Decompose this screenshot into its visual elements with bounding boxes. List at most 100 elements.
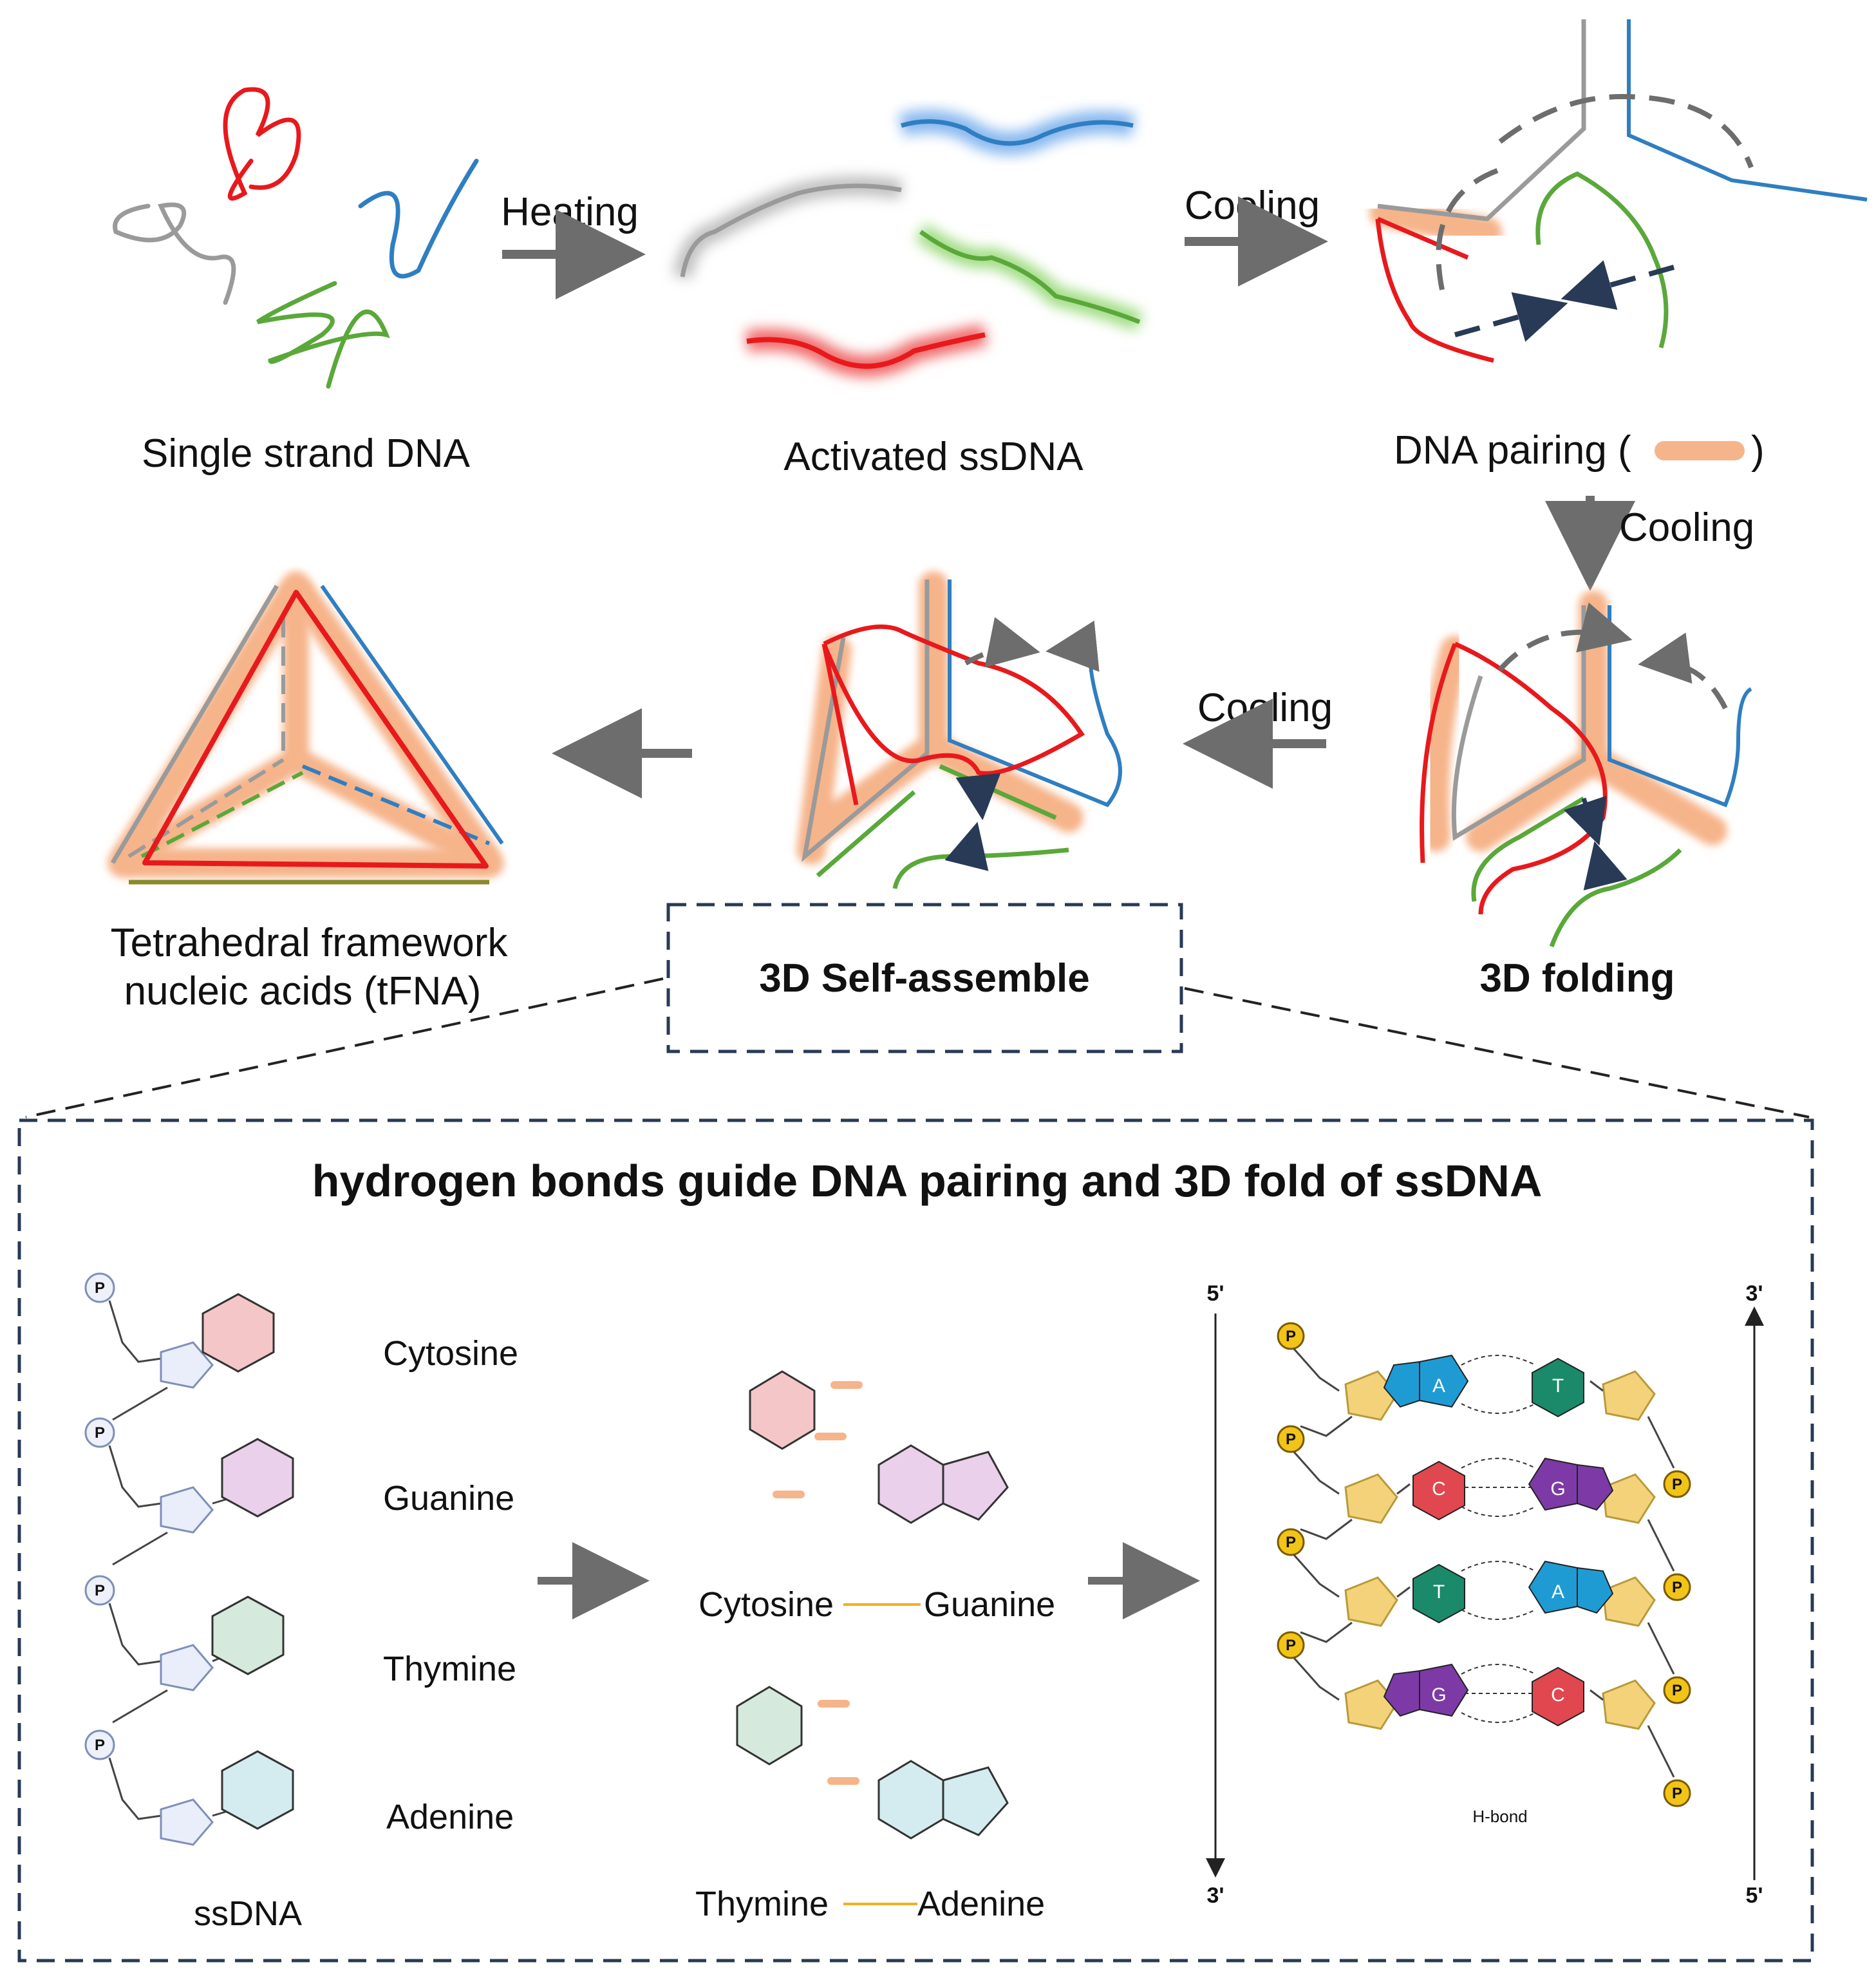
base-ring xyxy=(221,1750,294,1830)
phosphate-left-letter: P xyxy=(1286,1431,1296,1448)
stage-label-pairing-text: DNA pairing ( xyxy=(1394,428,1631,473)
cytosine-ring xyxy=(749,1370,816,1450)
stage-label-tfna-line1: Tetrahedral framework xyxy=(111,921,509,965)
zoom-line-right xyxy=(1184,987,1810,1118)
base-right-letter: A xyxy=(1552,1581,1564,1603)
hbond-top xyxy=(1461,1458,1536,1469)
base-pair-structures xyxy=(736,1370,1009,1840)
hbond-bottom xyxy=(1461,1506,1536,1517)
strand-green-pairing xyxy=(1535,171,1669,348)
phosphate-left xyxy=(1277,1631,1305,1659)
phosphate-circle xyxy=(84,1417,115,1448)
stage-label-pairing-close: ) xyxy=(1751,428,1765,473)
strand-blue-folding xyxy=(1608,605,1752,807)
hbond-bottom xyxy=(1461,1609,1536,1620)
phosphate-letter: P xyxy=(95,1424,105,1442)
glycosidic-right xyxy=(1590,1689,1604,1701)
hbond-bottom xyxy=(1461,1712,1536,1723)
backbone-left-link xyxy=(1300,1415,1353,1437)
base-left-letter: T xyxy=(1433,1581,1445,1603)
strand-right-3prime: 3' xyxy=(1746,1281,1763,1306)
phosphate-right-letter: P xyxy=(1672,1579,1682,1596)
base-right-letter: T xyxy=(1552,1375,1564,1397)
phosphate-right-letter: P xyxy=(1672,1785,1682,1802)
strand-gray-assemble xyxy=(801,579,930,862)
strand-red xyxy=(223,87,301,201)
sugar-ring xyxy=(160,1644,214,1691)
sugar-left xyxy=(1344,1370,1398,1421)
backbone-right xyxy=(1647,1725,1675,1778)
strand-gray-folding xyxy=(1451,605,1586,841)
nucleotide-label-cytosine: Cytosine xyxy=(383,1334,518,1373)
base-left-letter: A xyxy=(1432,1375,1445,1397)
glycosidic-left xyxy=(1396,1483,1411,1495)
phosphate-letter: P xyxy=(95,1279,105,1297)
base-right-hexagon xyxy=(1577,1464,1614,1511)
strand-red-pairing xyxy=(1375,216,1494,363)
backbone-left-link xyxy=(1300,1621,1353,1643)
3d-folding-illustration xyxy=(1420,590,1752,948)
base-left-hexagon xyxy=(1412,1563,1465,1624)
strand-green-activated xyxy=(919,230,1141,325)
tetrahedron-illustration xyxy=(108,571,504,885)
phosphate-circle xyxy=(84,1729,115,1760)
pair-cg-left: Cytosine xyxy=(699,1585,834,1624)
base-left-letter: G xyxy=(1431,1684,1446,1706)
stage-label-activated: Activated ssDNA xyxy=(783,435,1083,479)
nucleotide-label-guanine: Guanine xyxy=(383,1479,514,1518)
stage-label-tfna-line2: nucleic acids (tFNA) xyxy=(124,969,482,1013)
backbone-bond xyxy=(108,1300,162,1363)
glycosidic-right xyxy=(1590,1380,1604,1392)
stage-label-folding: 3D folding xyxy=(1479,956,1674,1001)
hbond-top xyxy=(1461,1664,1536,1675)
phosphate-left-letter: P xyxy=(1286,1328,1296,1345)
sugar-left xyxy=(1344,1576,1398,1627)
phosphate-right xyxy=(1663,1470,1691,1498)
strand-gray-pairing xyxy=(1377,19,1586,221)
sugar-ring xyxy=(160,1798,214,1846)
strand-blue xyxy=(358,158,479,279)
pair-ta-right: Adenine xyxy=(917,1885,1045,1923)
pair-cg-right: Guanine xyxy=(924,1585,1055,1624)
backbone-right xyxy=(1647,1416,1675,1469)
phosphate-right-letter: P xyxy=(1672,1682,1682,1699)
3d-self-assemble-illustration xyxy=(796,571,1122,889)
ssdna-label: ssDNA xyxy=(194,1894,302,1933)
arrow-label-cooling-3: Cooling xyxy=(1197,686,1333,730)
zoom-line-left xyxy=(25,977,664,1118)
backbone-left xyxy=(1293,1348,1340,1392)
phosphate-right xyxy=(1663,1676,1691,1704)
strand-red-activated xyxy=(746,332,986,369)
panel-title: hydrogen bonds guide DNA pairing and 3D … xyxy=(312,1156,1543,1206)
base-left-hexagon xyxy=(1383,1670,1420,1717)
strand-green xyxy=(256,281,390,389)
backbone-right xyxy=(1647,1519,1675,1572)
hbond-bottom xyxy=(1461,1403,1536,1414)
single-strand-dna-illustration xyxy=(113,87,479,389)
phosphate-left xyxy=(1277,1425,1305,1453)
hbond-label: H-bond xyxy=(1472,1807,1527,1826)
strand-blue-activated xyxy=(900,119,1134,146)
glycosidic-left xyxy=(1396,1586,1411,1598)
stage-label-single-strand: Single strand DNA xyxy=(142,431,471,476)
hbond-top xyxy=(1461,1355,1536,1366)
guanine-ring-5 xyxy=(942,1451,1009,1521)
stage-label-self-assemble: 3D Self-assemble xyxy=(759,956,1089,1001)
backbone-left xyxy=(1293,1554,1340,1598)
duplex-legend-swatch xyxy=(1655,441,1745,460)
stage-label-pairing: DNA pairing ( xyxy=(1394,428,1631,473)
base-right-hexagon xyxy=(1577,1567,1614,1614)
strand-blue-pairing xyxy=(1627,19,1868,202)
strand-right-5prime: 5' xyxy=(1746,1883,1763,1908)
backbone-link xyxy=(112,1531,168,1566)
sugar-left xyxy=(1344,1473,1398,1524)
nucleotide-label-adenine: Adenine xyxy=(386,1798,514,1836)
phosphate-left xyxy=(1277,1528,1305,1556)
pair-ta-left: Thymine xyxy=(695,1885,829,1923)
phosphate-letter: P xyxy=(95,1582,105,1599)
backbone-left-link xyxy=(1300,1518,1353,1540)
arrow-label-cooling-2: Cooling xyxy=(1619,505,1754,550)
base-ring xyxy=(221,1438,294,1518)
